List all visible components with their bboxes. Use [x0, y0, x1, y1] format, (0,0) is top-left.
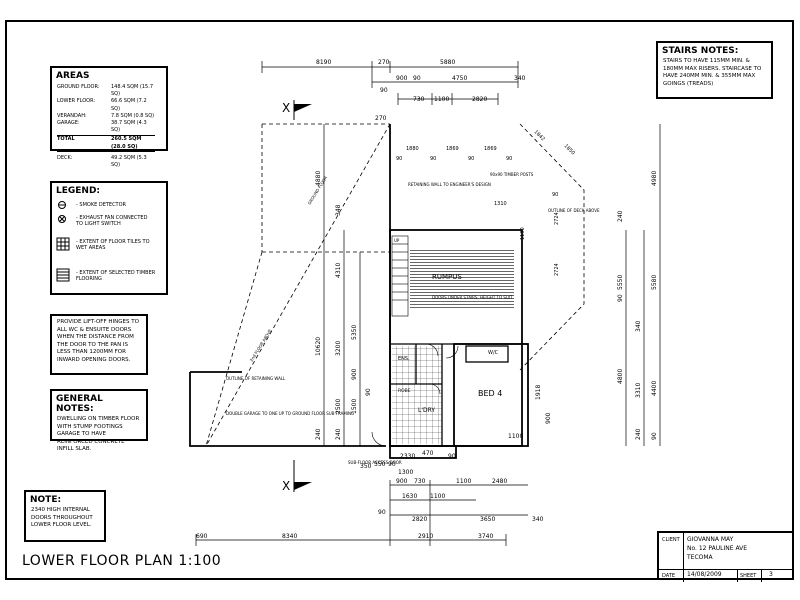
general-notes-text: DWELLING ON TIMBER FLOOR WITH STUMP FOOT…	[57, 416, 140, 452]
client-line: TECOMA	[687, 554, 713, 561]
sheet-value: 3	[769, 571, 773, 578]
general-notes-box: GENERAL NOTES: DWELLING ON TIMBER FLOOR …	[50, 389, 148, 452]
legend-item-text: - EXTENT OF FLOOR TILES TO WET AREAS	[76, 239, 150, 251]
areas-total-label: TOTAL	[57, 136, 75, 143]
title-block: CLIENT GIOVANNA MAY No. 12 PAULINE AVE T…	[657, 531, 794, 582]
legend-heading: LEGEND:	[56, 186, 101, 196]
hinge-note-box: PROVIDE LIFT-OFF HINGES TO ALL WC & ENSU…	[50, 314, 148, 375]
areas-table: GROUND FLOOR: 148.4 SQM (15.7 SQ) LOWER F…	[57, 84, 155, 169]
exhaust-fan-icon	[58, 215, 66, 223]
date-value: 14/08/2009	[687, 571, 722, 578]
date-label: DATE	[662, 573, 676, 579]
areas-row-value: 148.4 SQM (15.7 SQ)	[111, 84, 153, 98]
note-box: NOTE: 2340 HIGH INTERNAL DOORS THROUGHOU…	[24, 490, 106, 542]
note-text: 2340 HIGH INTERNAL DOORS THROUGHOUT LOWE…	[31, 507, 93, 528]
areas-row-value: 38.7 SQM (4.3 SQ)	[111, 120, 147, 134]
hinge-note-text: PROVIDE LIFT-OFF HINGES TO ALL WC & ENSU…	[57, 319, 139, 363]
legend-icons	[56, 201, 70, 282]
timber-flooring-icon	[56, 268, 70, 282]
legend-item-text: - SMOKE DETECTOR	[76, 202, 127, 208]
drawing-title: LOWER FLOOR PLAN 1:100	[22, 553, 222, 569]
areas-row-label: LOWER FLOOR:	[57, 98, 96, 105]
areas-total-value: 260.5 SQM (28.0 SQ)	[111, 136, 142, 150]
areas-row-label: GROUND FLOOR:	[57, 84, 100, 90]
client-line: GIOVANNA MAY	[687, 536, 734, 543]
stairs-notes-text: STAIRS TO HAVE 115mm MIN. & 180mm MAX RI…	[663, 58, 762, 87]
client-label: CLIENT	[662, 537, 680, 543]
stairs-notes-heading: STAIRS NOTES:	[662, 46, 739, 56]
legend-item-text: - EXTENT OF SELECTED TIMBER FLOORING	[76, 270, 156, 282]
smoke-detector-icon	[58, 201, 66, 209]
floor-tiles-icon	[56, 237, 70, 251]
stairs-notes-box: STAIRS NOTES: STAIRS TO HAVE 115mm MIN. …	[656, 41, 773, 99]
legend-item-text: - EXHAUST FAN CONNECTED TO LIGHT SWITCH	[76, 215, 148, 227]
areas-box: AREAS GROUND FLOOR: 148.4 SQM (15.7 SQ) L…	[50, 66, 168, 168]
areas-row-value: 66.6 SQM (7.2 SQ)	[111, 98, 147, 112]
legend-box: LEGEND: - SMOKE DETECTOR - EXHAUST FAN C…	[50, 181, 168, 295]
drawing-sheet-border	[5, 20, 794, 580]
general-notes-heading: GENERAL NOTES:	[56, 394, 103, 414]
client-line: No. 12 PAULINE AVE	[687, 545, 748, 552]
sheet-label: SHEET	[740, 573, 757, 579]
areas-row-value: 7.8 SQM (0.8 SQ)	[111, 112, 155, 119]
areas-deck-label: DECK:	[57, 154, 73, 161]
areas-heading: AREAS	[56, 71, 90, 81]
areas-row-label: GARAGE:	[57, 120, 80, 127]
areas-row-label: VERANDAH:	[57, 112, 87, 119]
areas-deck-value: 49.2 SQM (5.3 SQ)	[111, 154, 147, 169]
note-heading: NOTE:	[30, 495, 62, 505]
